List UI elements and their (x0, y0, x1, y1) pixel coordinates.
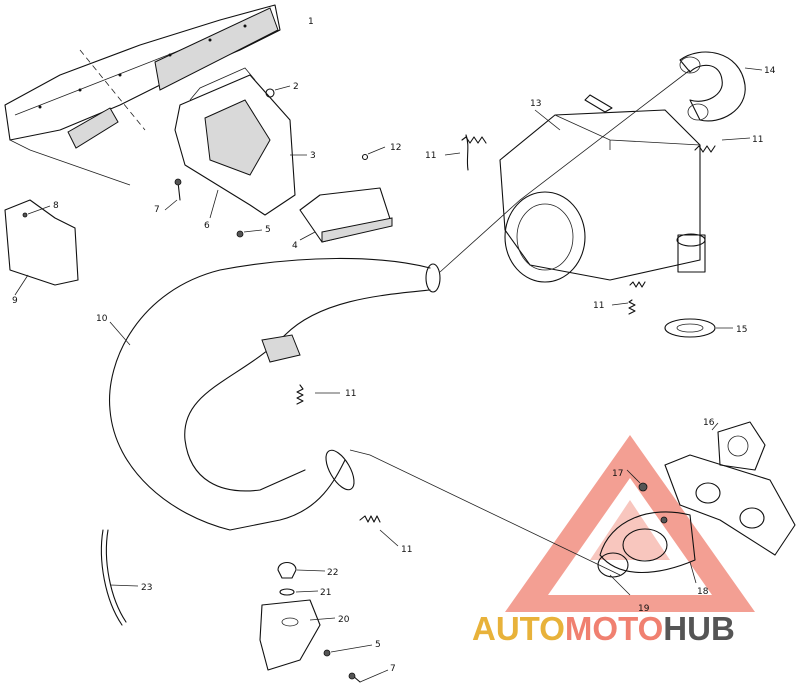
part-10-expansion-chamber (108, 69, 691, 576)
part-16-19-manifold (597, 421, 796, 596)
part-12-fastener (361, 146, 386, 161)
part-23-strap (100, 529, 139, 626)
callout-19: 19 (638, 604, 650, 614)
callout-21: 21 (320, 588, 331, 598)
callout-3: 3 (310, 151, 316, 161)
svg-text:AUTOMOTOHUB: AUTOMOTOHUB (472, 610, 735, 647)
callout-7-top: 7 (154, 205, 160, 215)
part-1-heat-shield (4, 4, 281, 186)
callout-10: 10 (96, 314, 108, 324)
part-3-6-bracket (174, 67, 307, 219)
part-5-7-fasteners (164, 178, 263, 238)
part-20-22-lower-mount (259, 561, 389, 683)
callout-18: 18 (697, 587, 709, 597)
callout-11-c: 11 (593, 301, 604, 311)
callout-9: 9 (12, 296, 18, 306)
callout-11-e: 11 (401, 545, 412, 555)
callout-20: 20 (338, 615, 350, 625)
part-11-springs (296, 134, 751, 547)
callout-labels: 1 2 3 4 5 6 7 8 9 10 11 11 11 11 11 12 1… (12, 17, 776, 674)
callout-15: 15 (736, 325, 747, 335)
callout-14: 14 (764, 66, 776, 76)
callout-7-bottom: 7 (390, 664, 396, 674)
callout-11-b: 11 (752, 135, 763, 145)
callout-2: 2 (293, 82, 299, 92)
watermark-moto: MOTO (565, 610, 663, 647)
watermark-triangle (505, 435, 755, 612)
callout-5-bottom: 5 (375, 640, 381, 650)
part-14-elbow (679, 51, 763, 122)
callout-13: 13 (530, 99, 541, 109)
callout-22: 22 (327, 568, 338, 578)
callout-1: 1 (308, 17, 314, 27)
callout-23: 23 (141, 583, 152, 593)
part-4-deflector (299, 187, 393, 243)
callout-4: 4 (292, 241, 298, 251)
part-2-grommet (265, 85, 291, 98)
callout-8: 8 (53, 201, 59, 211)
watermark-logo: AUTOMOTOHUB (472, 610, 735, 647)
part-8-9-side-shield (4, 199, 79, 296)
watermark-auto: AUTO (472, 610, 565, 647)
callout-17: 17 (612, 469, 623, 479)
watermark-hub: HUB (663, 610, 735, 647)
callout-5-top: 5 (265, 225, 271, 235)
callout-11-a: 11 (425, 151, 436, 161)
callout-16: 16 (703, 418, 715, 428)
part-15-gasket (664, 318, 733, 338)
callout-12: 12 (390, 143, 401, 153)
part-13-muffler (499, 94, 706, 283)
callout-11-d: 11 (345, 389, 356, 399)
callout-6: 6 (204, 221, 210, 231)
